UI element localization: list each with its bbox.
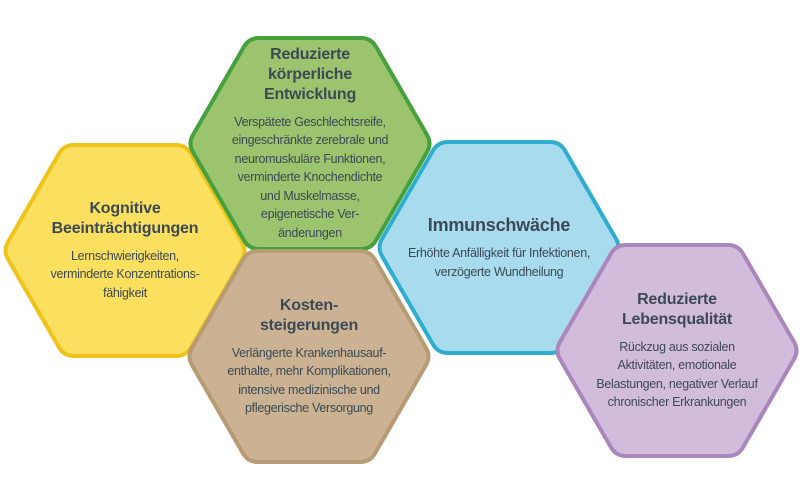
hexagon-title: Kognitive Beeinträchtigungen: [51, 199, 199, 237]
hexagon-body-text: Verspätete Geschlechtsreife, eingeschrän…: [231, 114, 389, 240]
hexagon-body-text: Verlängerte Krankenhausauf- enthalte, me…: [227, 345, 391, 416]
hexagon-title: Immunschwäche: [427, 215, 571, 235]
hexagon-shape-yellow: [3, 143, 247, 358]
hexagon-reduzierte-lebensqualitaet: Reduzierte Lebensqualität Rückzug aus so…: [555, 243, 799, 458]
hexagon-shape-tan: [187, 249, 431, 464]
hexagon-kostensteigerungen: Kosten- steigerungen Verlängerte Kranken…: [187, 249, 431, 464]
hexagon-shape-blue: [377, 140, 621, 355]
hexagon-path: [187, 249, 431, 464]
hexagon-title: Kosten- steigerungen: [259, 296, 359, 334]
hexagon-path: [3, 143, 247, 358]
hexagon-body-text: Erhöhte Anfälligkeit für Infektionen, ve…: [407, 246, 591, 279]
hexagon-body-text: Rückzug aus sozialen Aktivitäten, emotio…: [596, 339, 758, 410]
hexagon-body-text: Lernschwierigkeiten, verminderte Konzent…: [50, 248, 200, 300]
hexagon-content: Kosten- steigerungen Verlängerte Kranken…: [191, 251, 427, 462]
hexagon-immunschwaeche: Immunschwäche Erhöhte Anfälligkeit für I…: [377, 140, 621, 355]
hexagon-path: [188, 36, 432, 251]
hexagon-content: Kognitive Beeinträchtigungen Lernschwier…: [7, 145, 243, 356]
hexagon-shape-purple: [555, 243, 799, 458]
hexagon-content: Reduzierte körperliche Entwicklung Versp…: [192, 38, 428, 249]
hexagon-path: [555, 243, 799, 458]
hexagon-reduzierte-koerperliche-entwicklung: Reduzierte körperliche Entwicklung Versp…: [188, 36, 432, 251]
hexagon-kognitive-beeintraechtigungen: Kognitive Beeinträchtigungen Lernschwier…: [3, 143, 247, 358]
hexagon-title: Reduzierte Lebensqualität: [621, 290, 733, 328]
hexagon-shape-green: [188, 36, 432, 251]
hexagon-content: Reduzierte Lebensqualität Rückzug aus so…: [559, 245, 795, 456]
hexagon-title: Reduzierte körperliche Entwicklung: [263, 45, 357, 103]
hexagon-content: Immunschwäche Erhöhte Anfälligkeit für I…: [381, 142, 617, 353]
hexagon-path: [377, 140, 621, 355]
